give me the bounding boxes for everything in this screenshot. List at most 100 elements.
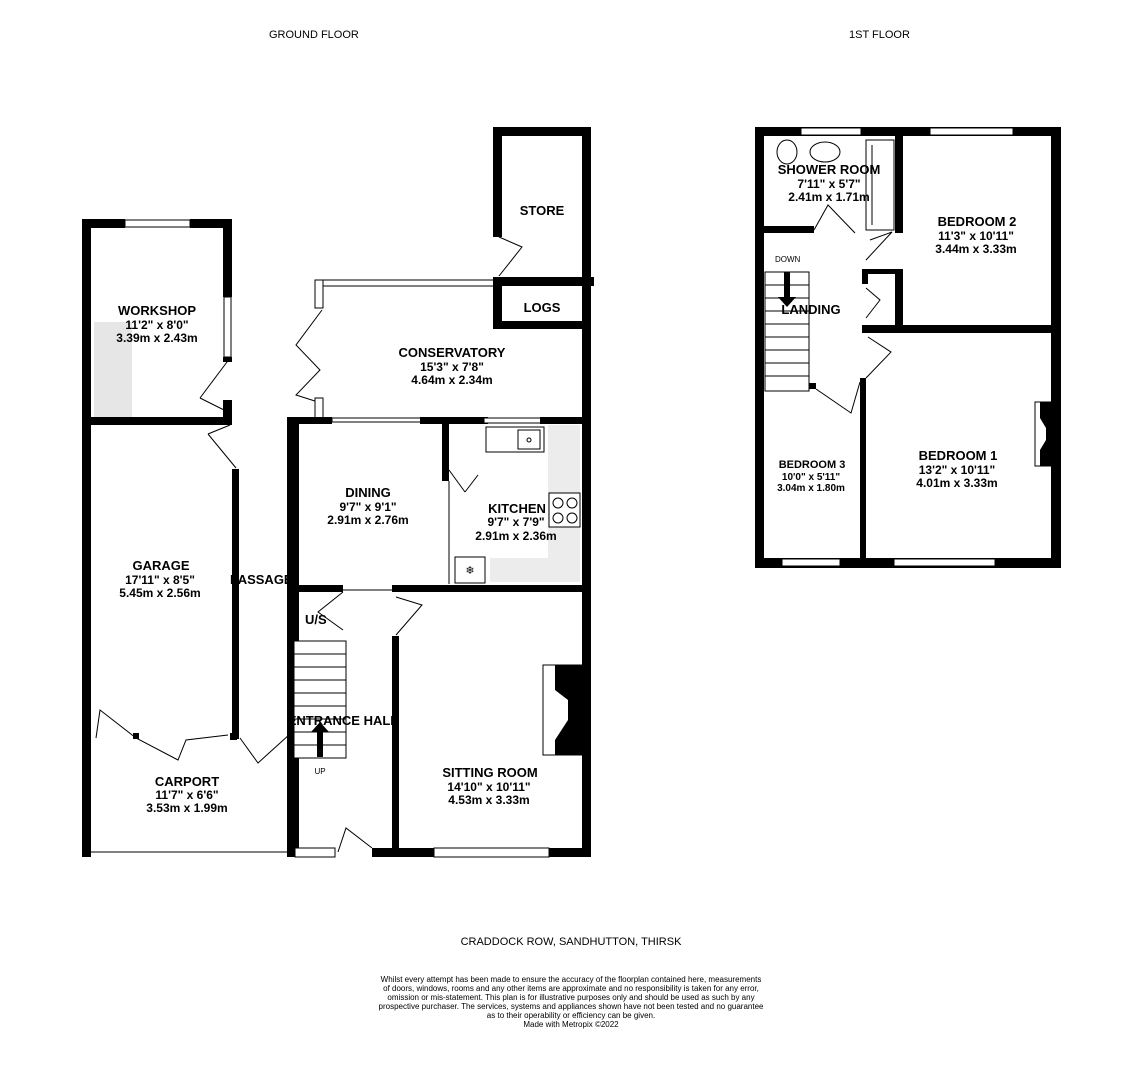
side-door	[239, 733, 291, 764]
ground-floor-title: GROUND FLOOR	[269, 29, 359, 41]
passage-door-arc	[207, 424, 231, 435]
garage-doors	[95, 709, 229, 761]
bedroom3-door	[815, 381, 861, 414]
bedroom3-metric: 3.04m x 1.80m	[777, 483, 845, 494]
bedroom1-door	[865, 336, 892, 379]
first-floor-title: 1ST FLOOR	[849, 29, 910, 41]
us-label: U/S	[305, 612, 327, 627]
down-label: DOWN	[775, 255, 801, 264]
workshop-wall	[190, 219, 232, 228]
store-door	[498, 236, 523, 277]
shower-room-name: SHOWER ROOM	[778, 162, 881, 177]
workshop-wall	[82, 219, 125, 228]
kitchen-name: KITCHEN	[488, 501, 546, 516]
logs-name: LOGS	[524, 300, 561, 315]
carport-metric: 3.53m x 1.99m	[146, 801, 227, 815]
disclaimer: Whilst every attempt has been made to en…	[370, 975, 772, 1029]
logs-wall	[493, 321, 591, 329]
hob-ring	[566, 497, 578, 509]
passage-name: PASSAGE	[230, 572, 293, 587]
shower-tray	[865, 139, 895, 231]
conservatory-glazing	[314, 397, 324, 419]
disclaimer-line: omission or mis-statement. This plan is …	[387, 993, 755, 1002]
bedroom1-imperial: 13'2" x 10'11"	[919, 463, 995, 477]
hob-ring	[552, 512, 564, 524]
workshop-imperial: 11'2" x 8'0"	[125, 318, 188, 332]
kitchen-wall	[540, 417, 591, 424]
bedroom2-name: BEDROOM 2	[938, 214, 1017, 229]
house-left-wall	[287, 417, 299, 857]
bedroom3-imperial: 10'0" x 5'11"	[782, 472, 840, 483]
cupboard-wall	[862, 269, 868, 284]
conservatory-glazing	[314, 279, 496, 287]
wash-basin	[809, 141, 841, 163]
upper-back-wall	[755, 127, 1061, 136]
kitchen-worktop	[490, 425, 580, 582]
disclaimer-line: Whilst every attempt has been made to en…	[380, 975, 762, 984]
right-wall	[582, 127, 591, 857]
cupboard-door	[865, 287, 881, 319]
upper-right-wall	[1051, 127, 1061, 568]
hall-window	[294, 847, 336, 858]
carport-name: CARPORT	[155, 774, 219, 789]
bedroom1-fireplace	[1040, 402, 1051, 466]
front-wall	[287, 848, 295, 857]
workshop-window	[124, 219, 191, 228]
carport-post	[133, 733, 139, 739]
bedroom2-left-wall	[895, 127, 903, 233]
fireplace	[555, 665, 583, 755]
garage-wall	[82, 417, 232, 425]
hob-ring	[552, 497, 564, 509]
disclaimer-line: of doors, windows, rooms and any other i…	[383, 984, 759, 993]
bedroom1-metric: 4.01m x 3.33m	[916, 476, 997, 490]
workshop-metric: 3.39m x 2.43m	[116, 331, 197, 345]
sitting-room-name: SITTING ROOM	[442, 765, 537, 780]
garage-imperial: 17'11" x 8'5"	[125, 573, 195, 587]
bedroom2-imperial: 11'3" x 10'11"	[938, 229, 1014, 243]
landing-name: LANDING	[781, 302, 840, 317]
fridge-freezer	[454, 556, 486, 584]
bedroom1-window	[893, 558, 996, 567]
conservatory-doors	[295, 309, 323, 403]
sitting-room-imperial: 14'10" x 10'11"	[447, 780, 530, 794]
dining-imperial: 9'7" x 9'1"	[339, 500, 396, 514]
bedroom2-door	[865, 231, 893, 261]
logs-wall	[493, 277, 502, 329]
stairs-up-arrow-icon	[311, 722, 329, 757]
conservatory-name: CONSERVATORY	[399, 345, 506, 360]
toilet	[776, 139, 798, 165]
front-wall	[372, 848, 434, 857]
kitchen-metric: 2.91m x 2.36m	[475, 529, 556, 543]
dining-name: DINING	[345, 485, 391, 500]
cupboard-wall	[895, 269, 903, 331]
disclaimer-line: prospective purchaser. The services, sys…	[378, 1002, 764, 1011]
stairs-down-arrow-icon	[778, 272, 796, 307]
bedroom3-window	[781, 558, 841, 567]
upper-left-wall	[755, 127, 764, 568]
bedroom2-window	[929, 127, 1014, 136]
carport-imperial: 11'7" x 6'6"	[155, 788, 218, 802]
workshop-workbench	[94, 322, 132, 417]
hall-door-left	[317, 591, 344, 631]
sink-drain	[526, 437, 532, 443]
bedroom3-name: BEDROOM 3	[779, 459, 846, 471]
sitting-room-wall	[392, 636, 399, 857]
dining-wall	[287, 417, 332, 424]
sitting-room-window	[433, 847, 550, 858]
workshop-wall	[223, 357, 232, 362]
bedroom1-name: BEDROOM 1	[919, 448, 998, 463]
bedroom2-metric: 3.44m x 3.33m	[935, 242, 1016, 256]
garage-passage-wall	[232, 469, 239, 739]
garage-metric: 5.45m x 2.56m	[119, 586, 200, 600]
snowflake-icon: ❄	[465, 565, 474, 577]
conservatory-metric: 4.64m x 2.34m	[411, 373, 492, 387]
shower-room-metric: 2.41m x 1.71m	[788, 190, 869, 204]
logs-wall	[493, 277, 594, 286]
shower-room-wall	[764, 226, 814, 233]
conservatory-imperial: 15'3" x 7'8"	[420, 360, 484, 374]
shower-room-imperial: 7'11" x 5'7"	[797, 177, 860, 191]
hall-wall	[287, 585, 343, 592]
property-address: CRADDOCK ROW, SANDHUTTON, THIRSK	[460, 936, 682, 948]
carport-post	[230, 733, 237, 740]
